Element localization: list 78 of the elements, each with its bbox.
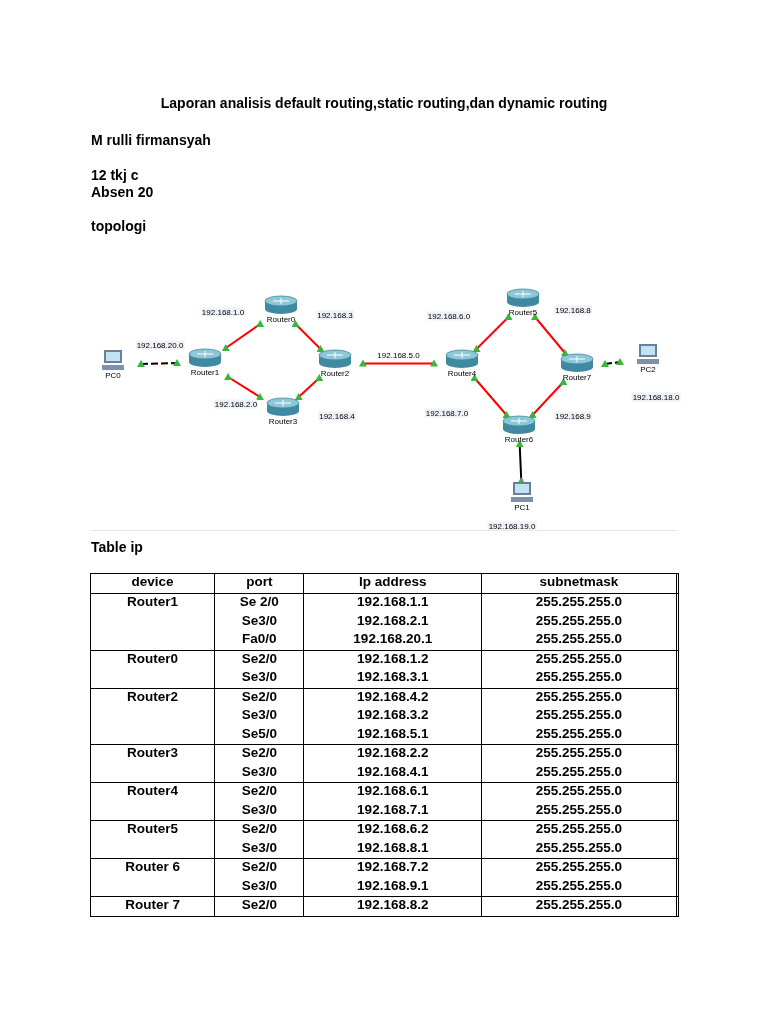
table-cell: 192.168.3.1 (303, 669, 482, 688)
device-label: Router2 (320, 369, 350, 378)
table-cell: 255.255.255.0 (481, 669, 677, 688)
device-label: PC0 (105, 371, 121, 380)
table-cell: Se3/0 (214, 839, 304, 859)
network-label: 192.168.18.0 (631, 392, 681, 402)
heading-text: Absen 20 (91, 184, 154, 200)
table-cell: Se3/0 (214, 669, 304, 688)
network-label: 192.168.20.0 (135, 340, 185, 350)
section-heading: Table ip (91, 539, 143, 555)
device-cell: Router4 (90, 782, 215, 821)
network-label: 192.168.8 (554, 305, 592, 315)
heading-text: topologi (91, 218, 147, 234)
header-cell: port (214, 573, 304, 594)
connection-line (291, 320, 325, 352)
table-cell: 255.255.255.0 (481, 612, 677, 631)
table-cell: Fa0/0 (214, 631, 304, 650)
device-cell: Router3 (90, 744, 215, 783)
device-cell: Router2 (90, 688, 215, 745)
device-label: Router0 (266, 315, 296, 324)
device-label: Router5 (508, 308, 538, 317)
table-cell: Se2/0 (214, 896, 304, 916)
connection-line (528, 378, 568, 418)
network-label: 192.168.1.0 (200, 307, 246, 317)
table-cell: 192.168.2.1 (303, 612, 482, 631)
connection-line (224, 373, 264, 400)
device-cell: Router0 (90, 650, 215, 688)
network-label: 192.168.3 (316, 310, 354, 320)
device-label: Router1 (190, 368, 220, 377)
table-cell: Se3/0 (214, 801, 304, 821)
table-cell: 192.168.8.2 (303, 896, 482, 916)
table-cell: Se3/0 (214, 763, 304, 783)
table-cell: 192.168.5.1 (303, 725, 482, 745)
connection-line (531, 313, 569, 356)
heading-text: M rulli firmansyah (91, 132, 211, 148)
header-cell: device (90, 573, 215, 594)
device-cell: Router1 (90, 593, 215, 650)
device-label: PC2 (640, 365, 656, 374)
table-cell: 192.168.4.1 (303, 763, 482, 783)
device-label: Router6 (504, 435, 534, 444)
network-label: 192.168.7.0 (424, 408, 470, 418)
table-cell: 255.255.255.0 (481, 707, 677, 726)
table-cell: 192.168.3.2 (303, 707, 482, 726)
connection-line (601, 358, 624, 367)
device-cell: Router 6 (90, 858, 215, 897)
connection-line (470, 374, 511, 418)
table-cell: 192.168.9.1 (303, 877, 482, 897)
device-label: Router7 (562, 373, 592, 382)
table-cell: 192.168.20.1 (303, 631, 482, 650)
connection-line (472, 313, 513, 352)
network-label: 192.168.2.0 (213, 399, 259, 409)
heading-text: 12 tkj c (91, 167, 139, 183)
connection-line (515, 440, 526, 484)
device-label: Router4 (447, 369, 477, 378)
network-label: 192.168.9 (554, 411, 592, 421)
table-cell: 255.255.255.0 (481, 896, 677, 916)
connection-line (221, 320, 265, 351)
network-label: 192.168.19.0 (487, 521, 537, 531)
device-label: PC1 (514, 503, 530, 512)
device-cell: Router5 (90, 820, 215, 859)
header-cell: subnetmask (481, 573, 677, 594)
device-cell: Router 7 (90, 896, 215, 916)
table-cell: 192.168.7.1 (303, 801, 482, 821)
table-cell: Se3/0 (214, 707, 304, 726)
table-cell: 192.168.8.1 (303, 839, 482, 859)
network-label: 192.168.6.0 (426, 311, 472, 321)
table-cell: Se3/0 (214, 612, 304, 631)
table-cell: Se5/0 (214, 725, 304, 745)
device-label: Router3 (268, 417, 298, 426)
connection-line (137, 359, 181, 367)
connection-line (294, 374, 324, 400)
table-cell: Se3/0 (214, 877, 304, 897)
document-title: Laporan analisis default routing,static routing,dan dynamic routing (159, 95, 609, 111)
connection-line (359, 359, 438, 367)
network-label: 192.168.4 (318, 411, 356, 421)
table-cell: 255.255.255.0 (481, 631, 677, 650)
header-cell: Ip address (303, 573, 482, 594)
edge-label: 192.168.5.0 (376, 350, 421, 359)
